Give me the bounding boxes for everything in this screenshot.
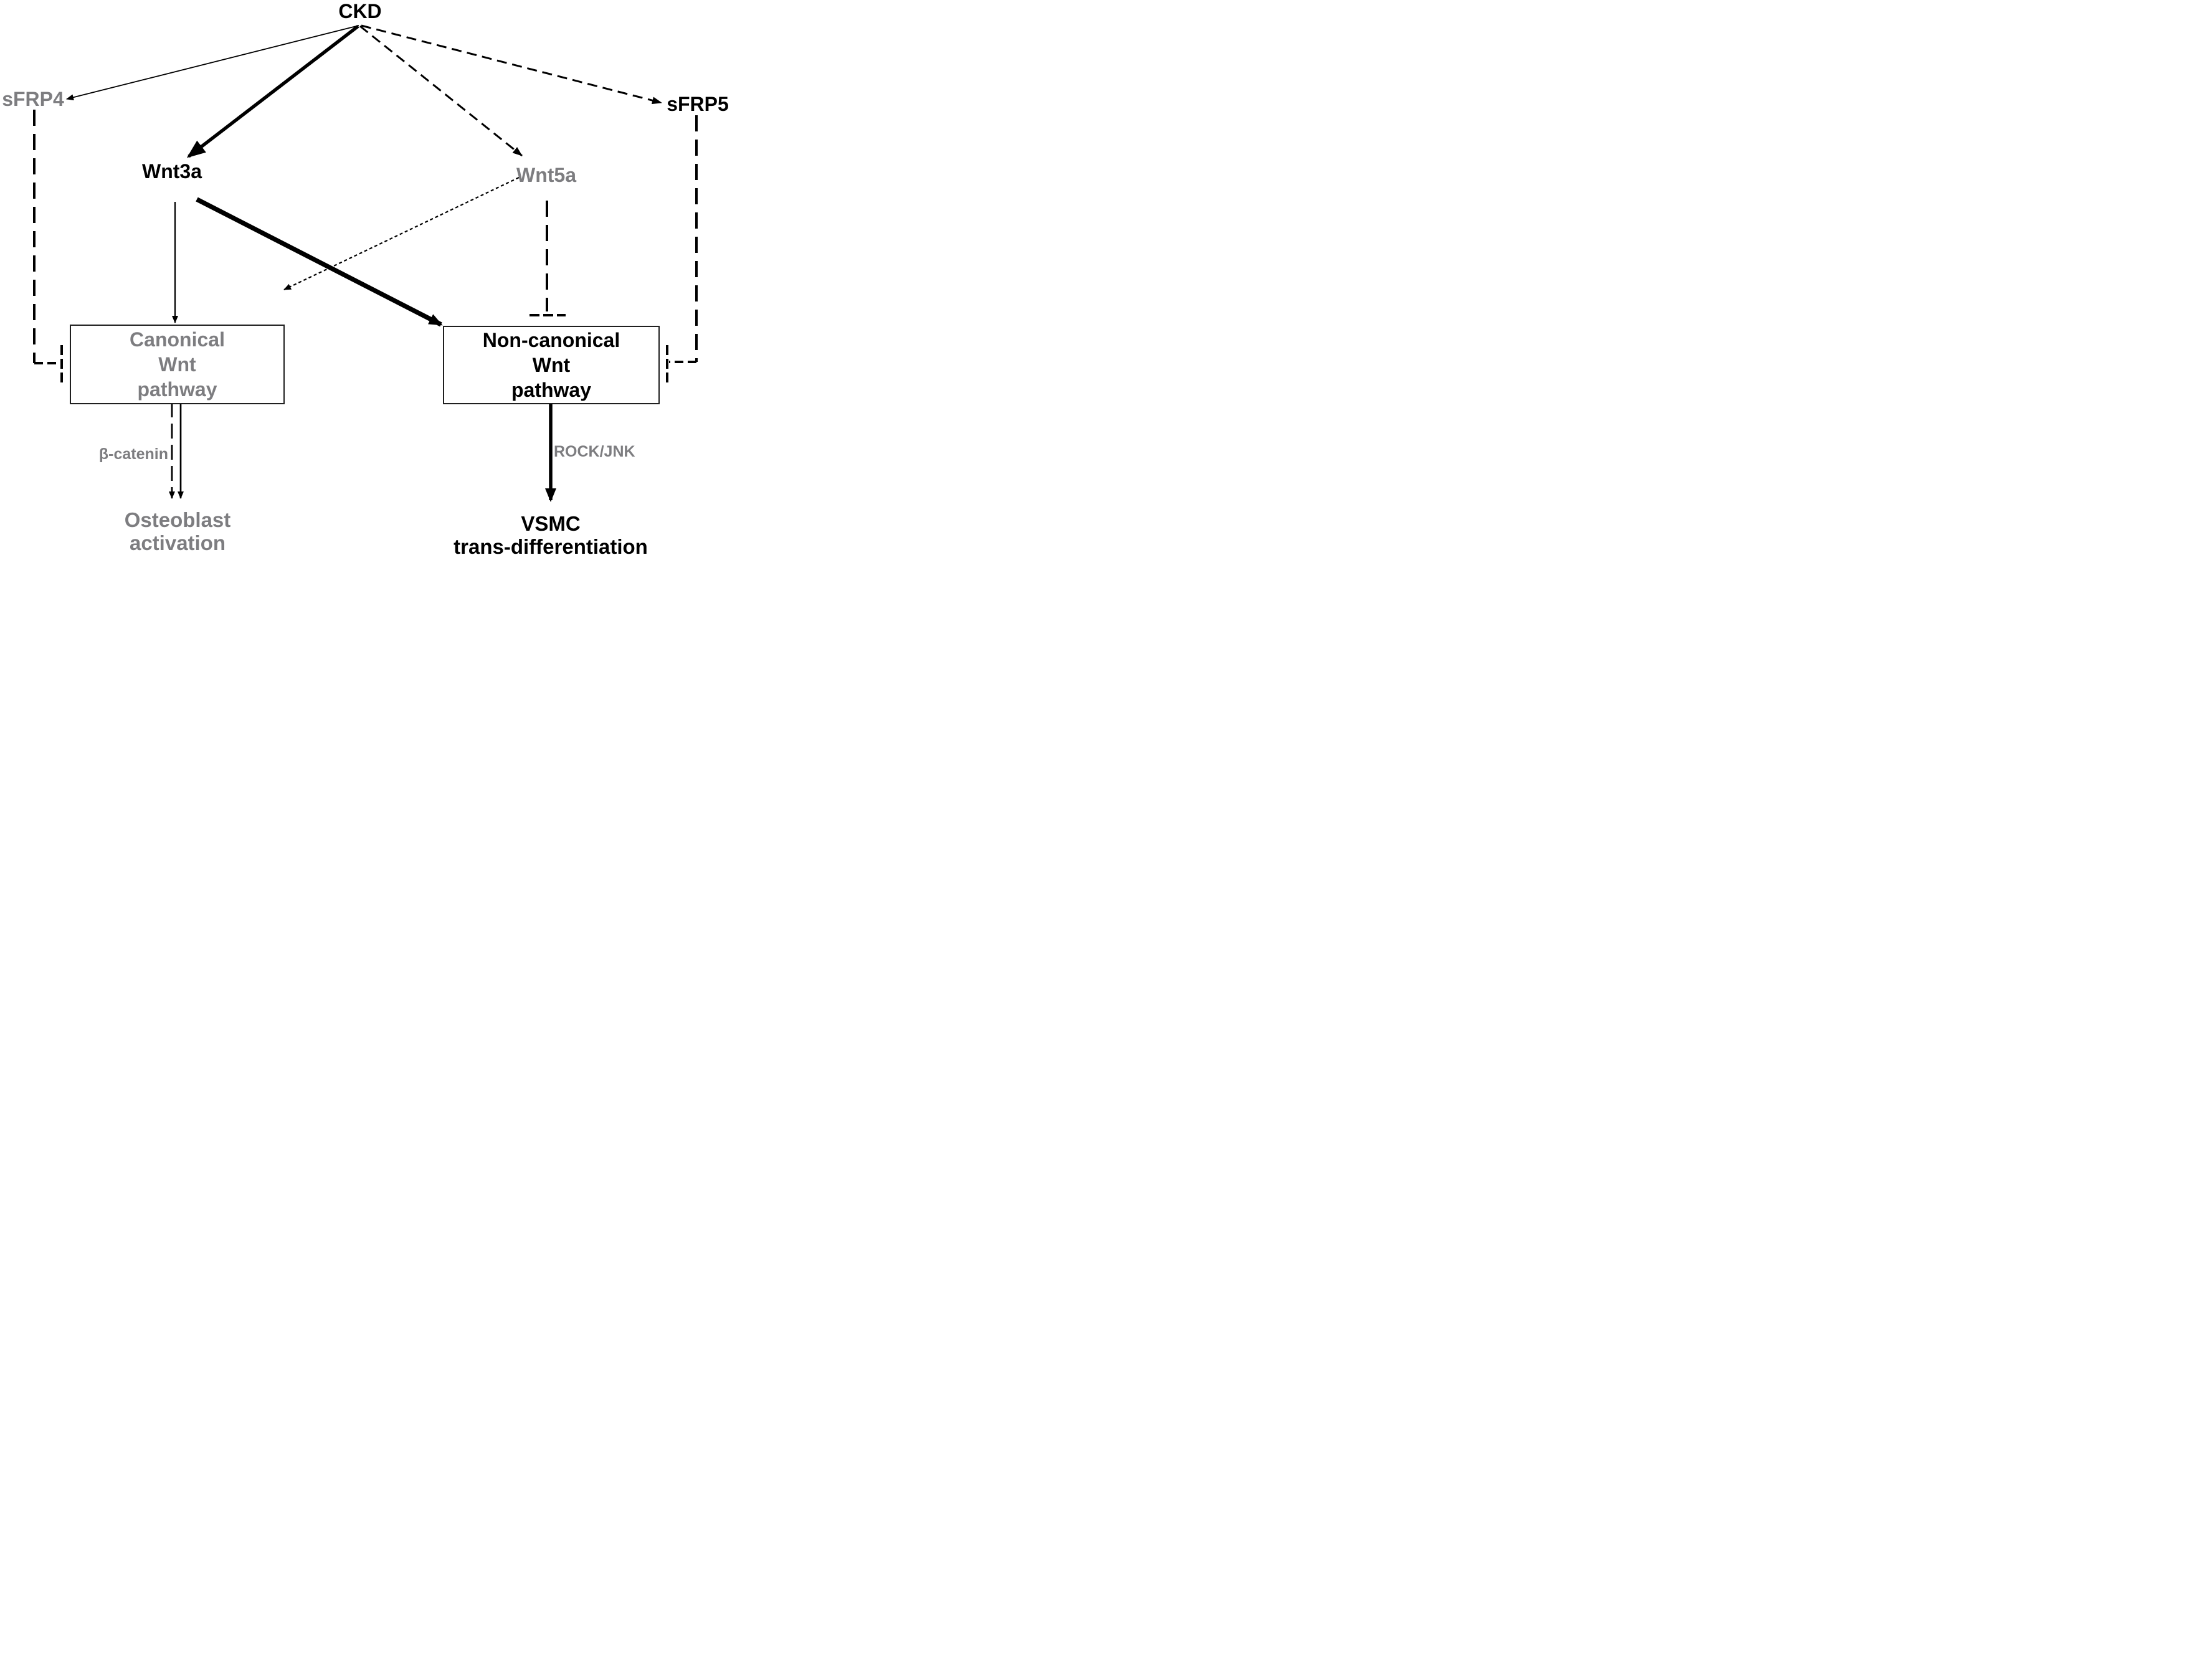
node-wnt5a: Wnt5a — [516, 164, 576, 186]
edge-ckd-to-wnt5a-dashed-arrow — [359, 25, 523, 157]
edge-sfrp5-inhibits-noncanonical — [666, 115, 698, 382]
edge-ckd-to-sfrp5-dashed-arrow — [361, 24, 662, 105]
osteoblast-line2: activation — [129, 531, 226, 554]
arrow-layer — [33, 24, 698, 502]
node-ckd: CKD — [338, 0, 382, 22]
edge-label-beta-catenin: β-catenin — [98, 445, 168, 463]
node-wnt3a: Wnt3a — [142, 160, 202, 183]
diagram-canvas: CKD sFRP4 sFRP5 Wnt3a Wnt5a Canonical Wn… — [0, 0, 731, 560]
osteoblast-line1: Osteoblast — [124, 508, 231, 531]
noncanonical-box-line2: Wnt — [532, 354, 571, 376]
edge-sfrp4-inhibits-canonical — [33, 110, 63, 384]
node-vsmc-trans-differentiation: VSMC trans-differentiation — [454, 512, 648, 558]
node-sfrp4: sFRP4 — [2, 88, 64, 110]
noncanonical-wnt-pathway-box: Non-canonical Wnt pathway — [443, 326, 660, 404]
vsmc-line1: VSMC — [521, 512, 581, 535]
edge-label-rock-jnk: ROCK/JNK — [554, 443, 635, 460]
edge-wnt5a-cross-dashed-arrow — [283, 177, 520, 290]
noncanonical-box-line3: pathway — [511, 379, 592, 401]
edge-ckd-to-wnt3a-arrow — [186, 24, 359, 158]
edge-wnt5a-inhibits-noncanonical — [530, 201, 566, 316]
vsmc-line2: trans-differentiation — [454, 535, 648, 558]
edge-canonical-to-osteoblast — [169, 402, 184, 499]
edge-wnt3a-to-noncanonical-arrow — [196, 197, 443, 327]
canonical-box-line3: pathway — [137, 378, 217, 401]
canonical-box-line2: Wnt — [158, 353, 196, 376]
node-osteoblast-activation: Osteoblast activation — [125, 508, 231, 554]
noncanonical-box-line1: Non-canonical — [482, 329, 620, 351]
node-sfrp5: sFRP5 — [667, 93, 729, 115]
edge-ckd-to-sfrp4-arrow — [66, 25, 359, 101]
canonical-box-line1: Canonical — [130, 328, 225, 351]
canonical-wnt-pathway-box: Canonical Wnt pathway — [70, 325, 285, 404]
